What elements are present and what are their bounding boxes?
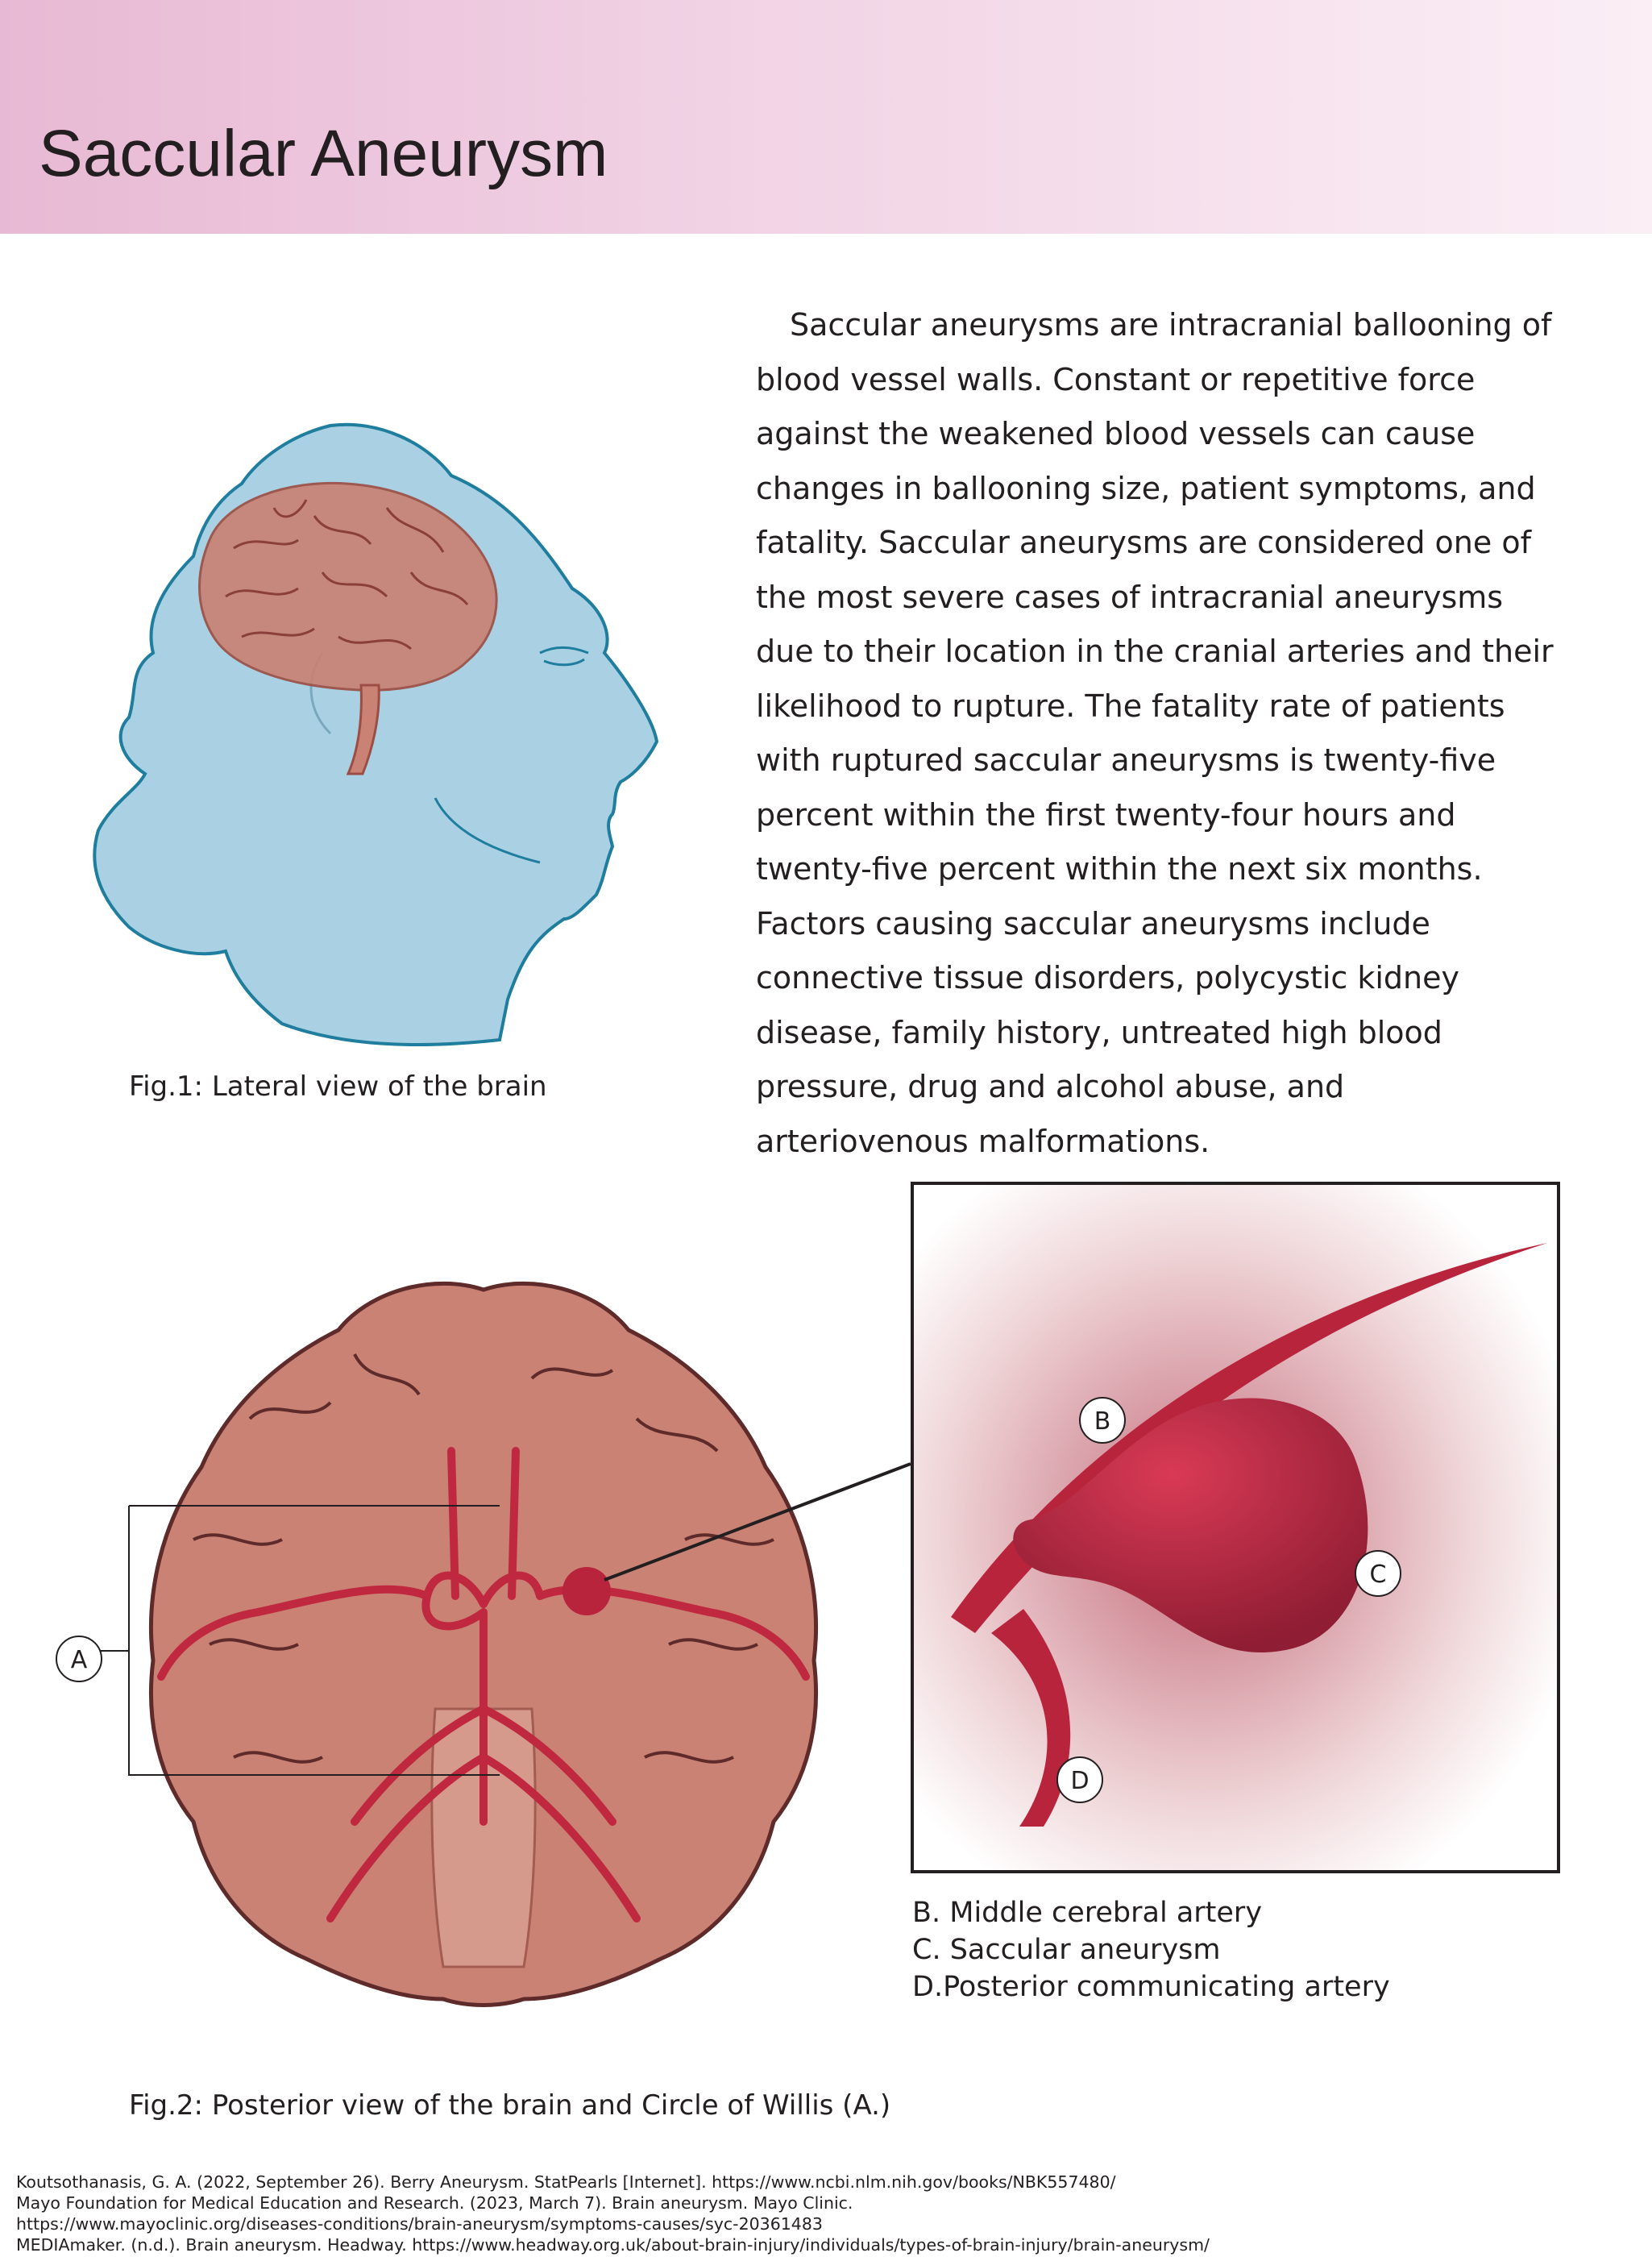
inset-legend: B. Middle cerebral artery C. Saccular an… — [912, 1894, 1390, 2006]
brain-lateral — [198, 481, 498, 692]
aneurysm-small — [562, 1567, 611, 1615]
legend-item: C. Saccular aneurysm — [912, 1934, 1221, 1966]
brain-gyri — [193, 1353, 774, 1764]
reference-line: https://www.mayoclinic.org/diseases-cond… — [16, 2214, 823, 2234]
label-a-circle — [56, 1636, 102, 1682]
intro-paragraph: Saccular aneurysms are intracranial ball… — [756, 307, 1554, 1159]
leader-line — [604, 1462, 911, 1582]
circle-of-willis — [157, 1447, 810, 1922]
label-d: D — [1070, 1767, 1089, 1795]
eye — [539, 646, 589, 667]
figure1-illustration — [93, 422, 659, 1046]
brain-folds — [225, 499, 469, 650]
jaw-line — [434, 797, 541, 864]
label-a: A — [71, 1646, 88, 1674]
label-c: C — [1370, 1561, 1387, 1589]
reference-line: MEDIAmaker. (n.d.). Brain aneurysm. Head… — [16, 2235, 1210, 2255]
legend-item: D.Posterior communicating artery — [912, 1971, 1390, 2003]
label-d-circle — [1056, 1756, 1103, 1803]
header-banner — [0, 0, 1652, 234]
saccular-aneurysm — [1013, 1398, 1368, 1652]
page-title: Saccular Aneurysm — [39, 117, 608, 190]
figure2-caption: Fig.2: Posterior view of the brain and C… — [129, 2089, 891, 2122]
aneurysm-inset: B C D — [911, 1182, 1560, 1873]
figure2-illustration: A — [56, 1281, 911, 2007]
label-b-circle — [1079, 1397, 1126, 1444]
label-c-circle — [1355, 1550, 1401, 1597]
posterior-communicating-artery — [991, 1609, 1071, 1827]
label-b: B — [1094, 1407, 1111, 1436]
legend-item: B. Middle cerebral artery — [912, 1897, 1263, 1929]
figure1-caption: Fig.1: Lateral view of the brain — [129, 1070, 547, 1103]
references: Koutsothanasis, G. A. (2022, September 2… — [16, 2172, 1210, 2255]
reference-line: Koutsothanasis, G. A. (2022, September 2… — [16, 2172, 1116, 2192]
brainstem — [346, 684, 380, 775]
reference-line: Mayo Foundation for Medical Education an… — [16, 2193, 853, 2213]
